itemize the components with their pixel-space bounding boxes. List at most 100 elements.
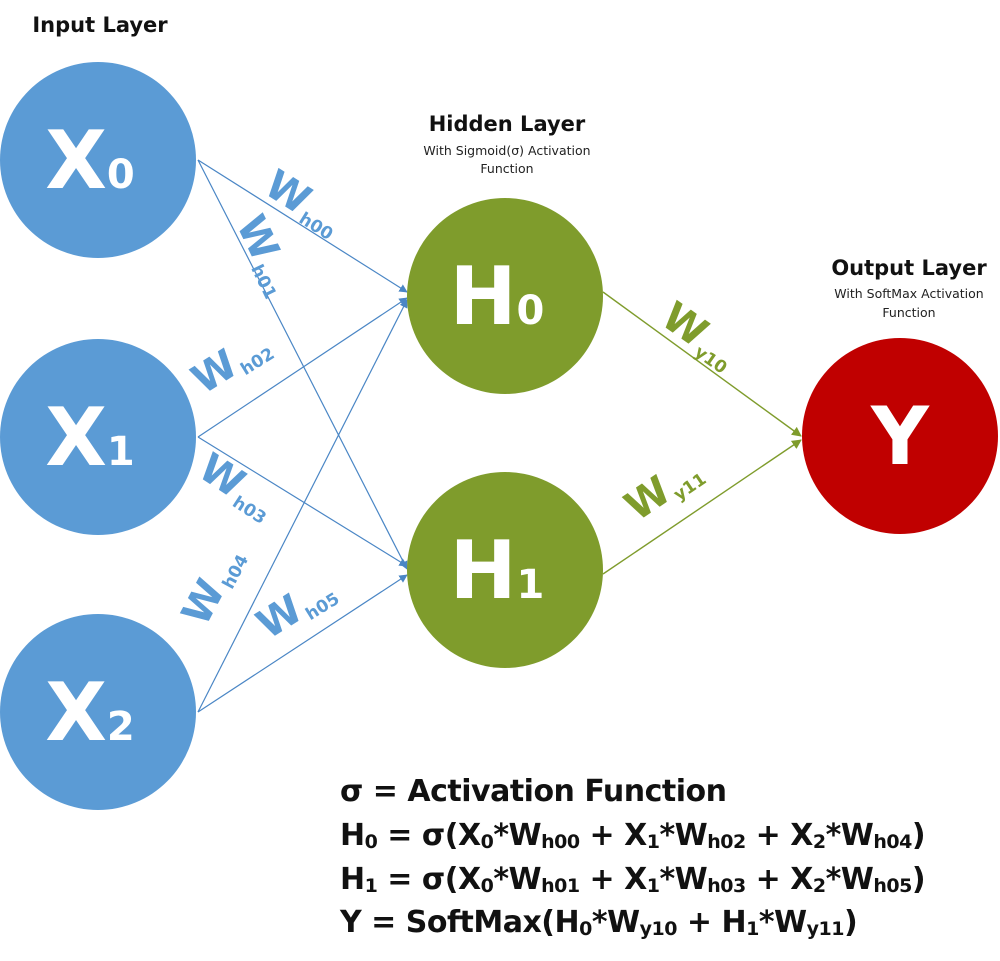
equation-subscript: h03 [707,875,746,897]
hidden-layer-subtitle-line2: Function [480,161,533,176]
equation-text: = σ(X [377,818,481,853]
node-circle-x2 [0,614,196,810]
node-label-y: Y [870,390,930,483]
node-subscript: 1 [107,429,135,475]
equation-text: + X [579,818,648,853]
edge-x1-h0 [197,297,408,438]
node-circle-y [802,338,998,534]
equation-text: + X [745,818,814,853]
weight-label-subscript: h01 [246,262,280,303]
weight-label-subscript: y11 [670,469,710,505]
node-letter: X [45,391,107,484]
weight-label-subscript: h00 [295,209,336,245]
equation-text: ) [911,862,926,897]
weight-label-letter: W [249,586,311,648]
node-y: Y [802,338,998,534]
equation-subscript: 1 [746,918,759,940]
equation-subscript: 2 [812,831,826,853]
equation-subscript: h01 [541,875,580,897]
equation-text: H [340,818,365,853]
equation-subscript: 1 [646,831,660,853]
weight-label-wh02: Wh02 [184,321,278,404]
weight-label-letter: W [227,208,288,268]
edge-h0-y [602,291,802,437]
equation-text: *W [825,862,874,897]
edge-h1-y [602,439,802,575]
equation-text: Y = SoftMax(H [340,905,580,940]
equation-subscript: 1 [646,875,660,897]
weight-label-subscript: h03 [229,493,270,529]
weight-label-letter: W [184,341,246,403]
equation-text: *W [825,818,874,853]
node-h1: H1 [407,472,603,668]
equation-subscript: 0 [480,875,494,897]
node-letter: X [45,114,107,207]
node-subscript: 2 [107,704,135,750]
weight-label-wy10: Wy10 [653,294,746,379]
node-letter: H [450,524,517,617]
weight-label-subscript: h05 [302,589,343,625]
edge-x1-h1 [197,436,408,567]
node-x0: X0 [0,62,196,258]
node-label-x1: X1 [45,391,135,484]
equation-text: ) [911,818,926,853]
node-h0: H0 [407,198,603,394]
input-layer-title: Input Layer [32,13,168,37]
equation-subscript: 0 [480,831,494,853]
equation-text: *W [591,905,640,940]
node-letter: H [450,250,517,343]
equation-text: *W [493,862,542,897]
edge-x0-h0 [197,159,408,293]
weight-label-subscript: h02 [237,344,278,380]
weight-label-subscript: h04 [219,551,254,592]
node-circle-x0 [0,62,196,258]
node-label-h0: H0 [450,250,545,343]
equation-subscript: h04 [873,831,912,853]
equation-subscript: y10 [639,918,678,940]
equation-subscript: h02 [707,831,746,853]
hidden-layer-subtitle-line1: With Sigmoid(σ) Activation [423,143,590,158]
weight-label-wy11: Wy11 [617,447,710,531]
edges [197,159,802,713]
node-subscript: 1 [517,562,545,608]
equation-text: + H [676,905,747,940]
node-subscript: 0 [107,152,135,198]
node-x2: X2 [0,614,196,810]
equation-y: Y = SoftMax(H0*Wy10 + H1*Wy11) [340,905,858,940]
equation-subscript: 1 [364,875,378,897]
weight-label-letter: W [617,467,679,530]
equation-text: + X [579,862,648,897]
weight-label-wh04: Wh04 [173,539,253,634]
node-label-x2: X2 [45,666,135,759]
equation-text: H [340,862,365,897]
equation-text: *W [758,905,807,940]
output-layer-subtitle-line2: Function [882,305,935,320]
node-label-h1: H1 [450,524,545,617]
equation-subscript: 0 [579,918,592,940]
equation-subscript: h05 [873,875,912,897]
equation-text: = σ(X [377,862,481,897]
node-circle-x1 [0,339,196,535]
equation-text: ) [843,905,858,940]
equation-subscript: h00 [541,831,580,853]
output-layer-subtitle-line1: With SoftMax Activation [834,286,983,301]
node-subscript: 0 [517,288,545,334]
output-layer-title: Output Layer [831,256,987,280]
node-circle-h0 [407,198,603,394]
equation-subscript: 2 [812,875,826,897]
equation-h0: H0 = σ(X0*Wh00 + X1*Wh02 + X2*Wh04) [340,818,926,853]
equation-subscript: 0 [364,831,378,853]
equation-activation-def: σ = Activation Function [340,774,727,809]
node-letter: X [45,666,107,759]
node-circle-h1 [407,472,603,668]
node-x1: X1 [0,339,196,535]
edge-x2-h0 [197,299,408,713]
node-letter: Y [870,390,930,483]
hidden-layer-title: Hidden Layer [429,112,586,136]
equation-text: + X [745,862,814,897]
equation-text: *W [659,818,708,853]
weight-label-subscript: y10 [690,342,730,378]
node-label-x0: X0 [45,114,135,207]
